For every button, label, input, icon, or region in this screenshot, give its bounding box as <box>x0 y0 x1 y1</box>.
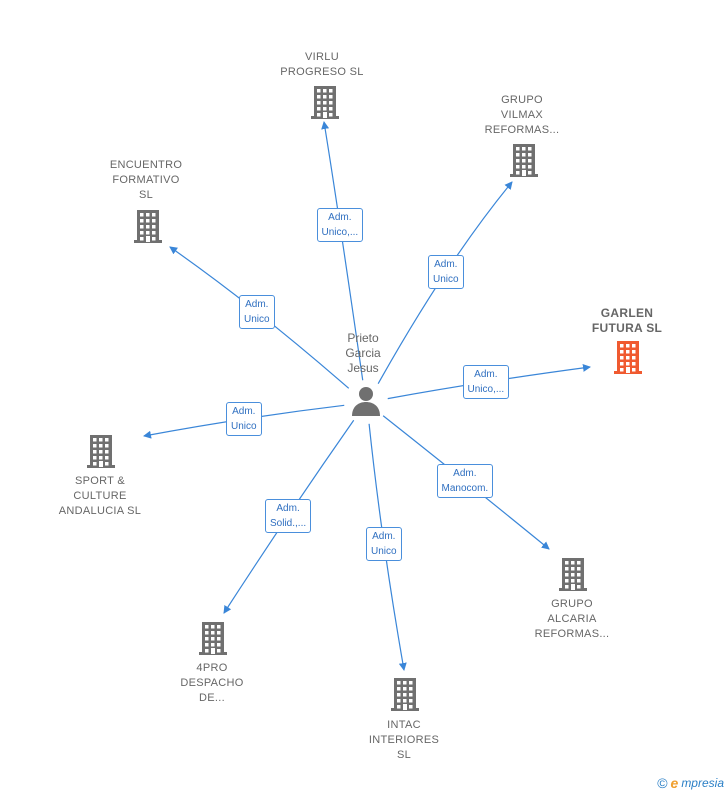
edge-label-line: Unico,... <box>321 227 359 238</box>
company-label-intac[interactable]: INTAC INTERIORES SL <box>349 718 459 763</box>
company-label-line: GARLEN <box>600 306 654 320</box>
copyright-icon: © <box>657 775 668 791</box>
company-label-line: FORMATIVO <box>112 174 180 186</box>
building-icon-garlen[interactable] <box>614 341 642 374</box>
company-label-line: CULTURE <box>73 490 127 502</box>
edge-label-grupo-alcaria[interactable]: Adm. Manocom. <box>436 464 494 498</box>
company-label-line: GRUPO <box>501 94 543 106</box>
building-icon-sport[interactable] <box>87 435 115 468</box>
building-icon-intac[interactable] <box>391 678 419 711</box>
company-label-line: INTAC <box>387 719 421 731</box>
company-label-encuentro[interactable]: ENCUENTRO FORMATIVO SL <box>91 158 201 203</box>
edge-label-line: Adm. <box>232 406 256 417</box>
company-label-line: REFORMAS... <box>484 124 560 136</box>
edge-label-line: Unico <box>231 421 257 432</box>
edge-label-virlu[interactable]: Adm. Unico,... <box>316 208 364 242</box>
edge-label-4pro[interactable]: Adm. Solid.,... <box>265 499 312 533</box>
edge-label-line: Adm. <box>453 468 477 479</box>
company-label-line: FUTURA SL <box>591 321 663 335</box>
company-label-line: SL <box>138 189 154 201</box>
edge-label-line: Unico,... <box>467 384 505 395</box>
company-label-line: ANDALUCIA SL <box>58 505 142 517</box>
company-label-line: SPORT & <box>75 475 125 487</box>
person-name-line: Prieto <box>347 331 379 345</box>
building-icon-4pro[interactable] <box>199 622 227 655</box>
company-label-line: GRUPO <box>551 598 593 610</box>
company-label-line: ENCUENTRO <box>109 159 183 171</box>
company-label-line: ALCARIA <box>547 613 597 625</box>
edge-label-line: Unico <box>371 546 397 557</box>
company-label-grupo-vilmax[interactable]: GRUPO VILMAX REFORMAS... <box>467 93 577 138</box>
building-icon-grupo-vilmax[interactable] <box>510 144 538 177</box>
edge-label-line: Adm. <box>474 369 498 380</box>
edge-label-line: Adm. <box>328 212 352 223</box>
edge-label-garlen[interactable]: Adm. Unico,... <box>462 365 510 399</box>
company-label-line: 4PRO <box>196 662 228 674</box>
brand-name: mpresia <box>681 776 724 790</box>
edge-label-line: Adm. <box>434 259 458 270</box>
company-label-line: INTERIORES <box>368 734 440 746</box>
edge-label-line: Unico <box>244 314 270 325</box>
building-icon-encuentro[interactable] <box>134 210 162 243</box>
company-label-sport[interactable]: SPORT & CULTURE ANDALUCIA SL <box>45 474 155 519</box>
edge-label-encuentro[interactable]: Adm. Unico <box>239 295 275 329</box>
brand-initial: e <box>670 775 679 791</box>
edge-label-line: Solid.,... <box>270 518 307 529</box>
edge-label-line: Adm. <box>245 299 269 310</box>
company-label-4pro[interactable]: 4PRO DESPACHO DE... <box>157 661 267 706</box>
person-name-line: Jesus <box>347 361 379 375</box>
company-label-grupo-alcaria[interactable]: GRUPO ALCARIA REFORMAS... <box>517 597 627 642</box>
company-label-line: PROGRESO SL <box>280 66 364 78</box>
building-icon-virlu[interactable] <box>311 86 339 119</box>
edge-label-line: Adm. <box>276 503 300 514</box>
company-label-line: REFORMAS... <box>534 628 610 640</box>
edge-label-sport[interactable]: Adm. Unico <box>226 402 262 436</box>
company-label-line: SL <box>396 749 412 761</box>
company-label-line: DESPACHO <box>180 677 244 689</box>
edge-label-grupo-vilmax[interactable]: Adm. Unico <box>428 255 464 289</box>
person-name-line: Garcia <box>345 346 381 360</box>
edge-label-line: Manocom. <box>441 483 489 494</box>
building-icon-grupo-alcaria[interactable] <box>559 558 587 591</box>
company-label-line: VILMAX <box>500 109 544 121</box>
company-label-line: VIRLU <box>305 51 339 63</box>
person-icon[interactable] <box>352 387 380 416</box>
edge-label-intac[interactable]: Adm. Unico <box>366 527 402 561</box>
edge-label-line: Unico <box>433 274 459 285</box>
company-label-line: DE... <box>199 692 225 704</box>
company-label-virlu[interactable]: VIRLU PROGRESO SL <box>267 50 377 80</box>
edge-label-line: Adm. <box>372 531 396 542</box>
